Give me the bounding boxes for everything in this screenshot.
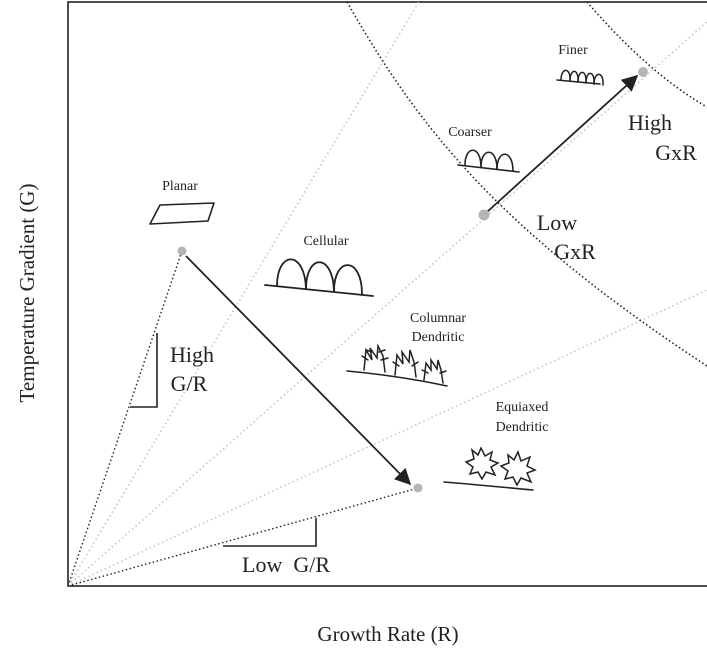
x-axis-title: Growth Rate (R) <box>317 622 458 646</box>
label-equiaxed-line2: Dendritic <box>496 420 549 435</box>
cellular-sketch-icon <box>264 258 374 297</box>
label-equiaxed-line1: Equiaxed <box>496 400 549 415</box>
gr-guide-lines <box>67 0 707 587</box>
label-columnar-line2: Dendritic <box>412 330 465 345</box>
label-low-gxr-line2: GxR <box>554 239 596 264</box>
label-columnar-line1: Columnar <box>410 311 466 326</box>
guide-line-shallow <box>67 289 707 587</box>
arrow-coarser-to-finer <box>486 74 639 213</box>
point-high-gxr <box>638 67 648 77</box>
coarser-sketch-icon <box>457 149 520 173</box>
ray-to-high-gr <box>67 250 183 587</box>
low-gr-slope-triangle <box>223 518 317 547</box>
state-points <box>177 67 648 493</box>
label-low-gr: Low G/R <box>242 552 330 577</box>
high-gr-slope-triangle <box>130 333 158 408</box>
guide-line-mid <box>67 21 707 587</box>
label-high-gxr-line1: High <box>628 110 672 135</box>
ray-to-low-gr <box>67 487 419 587</box>
label-coarser: Coarser <box>448 125 492 140</box>
label-planar: Planar <box>162 179 198 194</box>
arrow-high-to-low-gr <box>185 255 412 486</box>
point-low-gxr <box>478 209 490 221</box>
state-rays <box>67 250 419 587</box>
label-high-gr-line2: G/R <box>171 371 208 396</box>
plot-frame <box>67 1 707 587</box>
low-gxr-contour <box>346 1 707 367</box>
guide-line-steep <box>67 0 421 587</box>
columnar-dendrite-sketch-icon <box>346 343 448 387</box>
label-high-gxr-line2: GxR <box>655 140 697 165</box>
equiaxed-dendrite-sketch-icon <box>443 446 537 491</box>
point-low-gr <box>413 483 423 493</box>
label-low-gxr-line1: Low <box>537 210 577 235</box>
y-axis-title: Temperature Gradient (G) <box>15 184 39 403</box>
planar-sketch-icon <box>149 202 215 225</box>
label-cellular: Cellular <box>303 234 348 249</box>
gxr-contours <box>346 1 707 367</box>
label-high-gr-line1: High <box>170 342 214 367</box>
point-high-gr <box>177 246 187 256</box>
finer-sketch-icon <box>556 69 604 86</box>
label-finer: Finer <box>558 43 588 58</box>
high-gxr-contour <box>586 1 707 108</box>
